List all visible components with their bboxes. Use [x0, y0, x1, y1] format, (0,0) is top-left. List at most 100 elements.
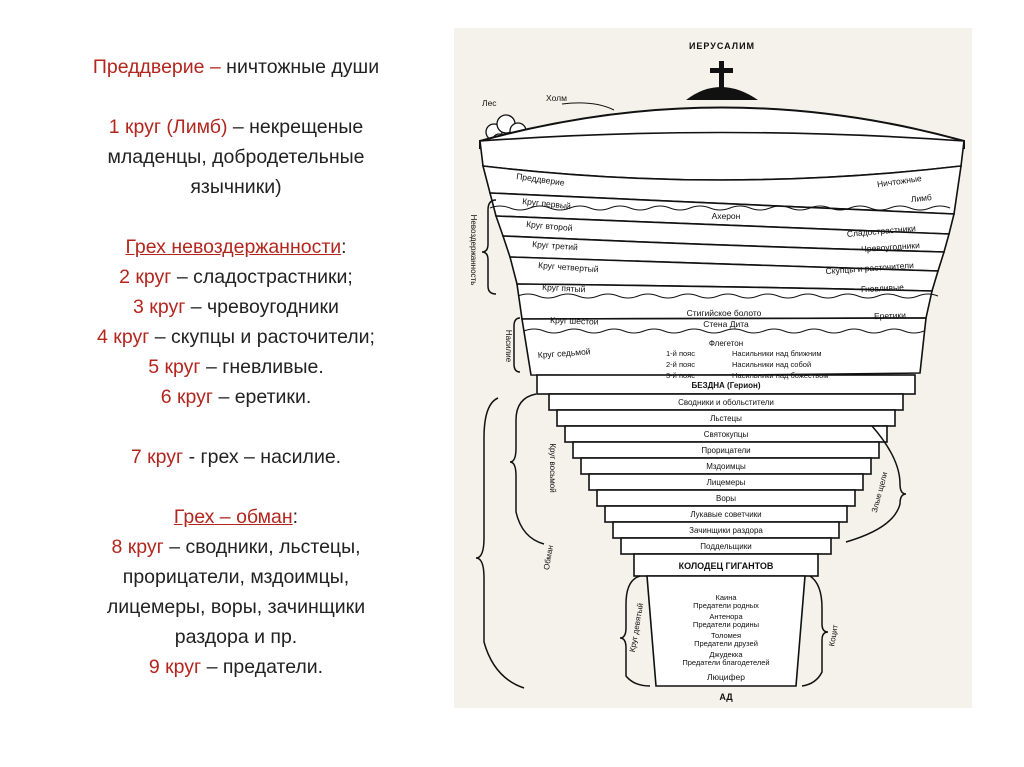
circle8-desc: – сводники, льстецы,	[163, 536, 361, 558]
cone-layers	[479, 131, 965, 687]
incontinence-title: Грех невоздержанности	[125, 236, 342, 258]
belt-3-name: 3-й пояс	[666, 371, 695, 380]
dis-label: Стена Дита	[703, 319, 749, 329]
abyss-label: БЕЗДНА (Герион)	[691, 381, 760, 390]
bracket-ninth	[619, 575, 651, 687]
circle8-desc-line3: лицемеры, воры, зачинщики	[106, 596, 366, 618]
hell-label: АД	[719, 692, 733, 702]
circle5-label: 5 круг	[148, 356, 201, 378]
circle6-line: 6 круг – еретики.	[40, 382, 432, 412]
incontinence-heading: Грех невоздержанности:	[40, 232, 432, 262]
circle1-desc-line2: младенцы, добродетельные	[107, 146, 365, 168]
acheron-label: Ахерон	[712, 211, 741, 221]
zone-2-name: Антенора	[709, 612, 743, 621]
zone-1-desc: Предатели родных	[693, 601, 759, 610]
fraud-heading: Грех – обман:	[40, 502, 432, 532]
circle7-desc: - грех – насилие.	[183, 446, 342, 468]
circle8-line: 8 круг – сводники, льстецы,	[40, 532, 432, 562]
forest-label: Лес	[482, 98, 497, 108]
belt-3-desc: Насильники над божеством	[732, 371, 828, 380]
styx-label: Стигийское болото	[687, 308, 762, 318]
zone-2-desc: Предатели родины	[693, 620, 759, 629]
circle-5-left: Круг пятый	[542, 282, 586, 294]
hill-leader	[561, 102, 615, 111]
circle3-desc: – чревоугодники	[185, 296, 339, 318]
circle-6-right: Еретики	[874, 310, 907, 321]
bolgia-6-label: Лицемеры	[707, 478, 746, 487]
cocytus-side-label: Коцит	[827, 624, 840, 647]
circle8-label: 8 круг	[111, 536, 164, 558]
bolgia-4-label: Прорицатели	[701, 446, 750, 455]
fraud-title: Грех – обман	[173, 506, 293, 528]
hill-label: Холм	[546, 93, 567, 103]
circle4-line: 4 круг – скупцы и расточители;	[40, 322, 432, 352]
circle2-desc: – сладострастники;	[171, 266, 353, 288]
circle8-desc-line2: прорицатели, мздоимцы,	[122, 566, 350, 588]
bracket-malebolge	[845, 425, 907, 543]
zone-1-name: Каина	[715, 593, 737, 602]
bracket-eighth	[509, 393, 545, 545]
belt-1-desc: Насильники над ближним	[732, 349, 822, 358]
circle5-line: 5 круг – гневливые.	[40, 352, 432, 382]
circle8-desc-line4: раздора и пр.	[174, 626, 298, 648]
bolgia-1-label: Сводники и обольстители	[678, 398, 774, 407]
lucifer-label: Люцифер	[707, 672, 745, 682]
circle9-label: 9 круг	[148, 656, 202, 678]
circle2-label: 2 круг	[119, 266, 172, 288]
river-lines	[489, 205, 951, 334]
jerusalem-label: ИЕРУСАЛИМ	[689, 41, 755, 51]
circle3-label: 3 круг	[133, 296, 186, 318]
circle2-line: 2 круг – сладострастники;	[40, 262, 432, 292]
predverie-label: Преддверие –	[92, 56, 221, 78]
circle-3-right: Чревоугодники	[861, 240, 921, 254]
seventh-circle-label: Круг седьмой	[537, 346, 591, 360]
circle6-desc: – еретики.	[213, 386, 312, 408]
circle-1-right: Лимб	[910, 192, 932, 204]
bolgia-10-label: Поддельщики	[700, 542, 751, 551]
bracket-violence	[513, 317, 521, 373]
left-text-block: Преддверие – ничтожные души 1 круг (Лимб…	[40, 52, 432, 682]
predverie-line: Преддверие – ничтожные души	[40, 52, 432, 82]
belt-2-name: 2-й пояс	[666, 360, 695, 369]
belt-1-name: 1-й пояс	[666, 349, 695, 358]
bolgia-2-label: Льстецы	[710, 414, 742, 423]
hill-shape	[686, 87, 758, 100]
eighth-side-label: Круг восьмой	[548, 443, 557, 492]
side-brackets	[475, 199, 907, 689]
incontinence-colon: :	[341, 236, 347, 258]
phlegethon-wave	[523, 328, 925, 334]
bracket-cocytus	[801, 575, 829, 687]
circle1-desc: – некрещеные	[227, 116, 364, 138]
bolgia-7-label: Воры	[716, 494, 736, 503]
bolgia-9-label: Зачинщики раздора	[689, 526, 763, 535]
bolgia-5-label: Мздоимцы	[706, 462, 746, 471]
circle1-desc-line3: язычники)	[190, 176, 282, 198]
circle7-label: 7 круг	[130, 446, 184, 468]
well-label: КОЛОДЕЦ ГИГАНТОВ	[679, 561, 774, 571]
circle-5-right: Гневливые	[861, 282, 905, 294]
cross-icon	[710, 61, 733, 89]
inferno-diagram: ИЕРУСАЛИМ Холм Лес	[454, 28, 972, 708]
circle-3-left: Круг третий	[532, 239, 579, 252]
circle-4-left: Круг четвертый	[538, 260, 599, 274]
acheron-wave	[489, 205, 951, 211]
bracket-fraud	[475, 397, 525, 689]
circle-6-left: Круг шестой	[550, 315, 599, 327]
layer-circle-9	[646, 575, 806, 687]
zone-4-name: Джудекка	[709, 650, 743, 659]
circle4-label: 4 круг	[97, 326, 150, 348]
predverie-desc: ничтожные души	[220, 56, 380, 78]
circle7-line: 7 круг - грех – насилие.	[40, 442, 432, 472]
bolgia-3-label: Святокупцы	[704, 430, 749, 439]
violence-side-label: Насилие	[504, 330, 513, 363]
zone-4-desc: Предатели благодетелей	[682, 658, 769, 667]
circle1-line: 1 круг (Лимб) – некрещеные	[40, 112, 432, 142]
styx-wave	[517, 293, 939, 299]
fraud-colon: :	[292, 506, 299, 528]
circle4-desc: – скупцы и расточители;	[149, 326, 375, 348]
circle9-desc: – предатели.	[201, 656, 324, 678]
incontinence-side-label: Невоздержанность	[469, 215, 478, 286]
belt-2-desc: Насильники над собой	[732, 360, 811, 369]
fraud-side-label: Обман	[542, 544, 555, 570]
circle6-label: 6 круг	[160, 386, 214, 408]
